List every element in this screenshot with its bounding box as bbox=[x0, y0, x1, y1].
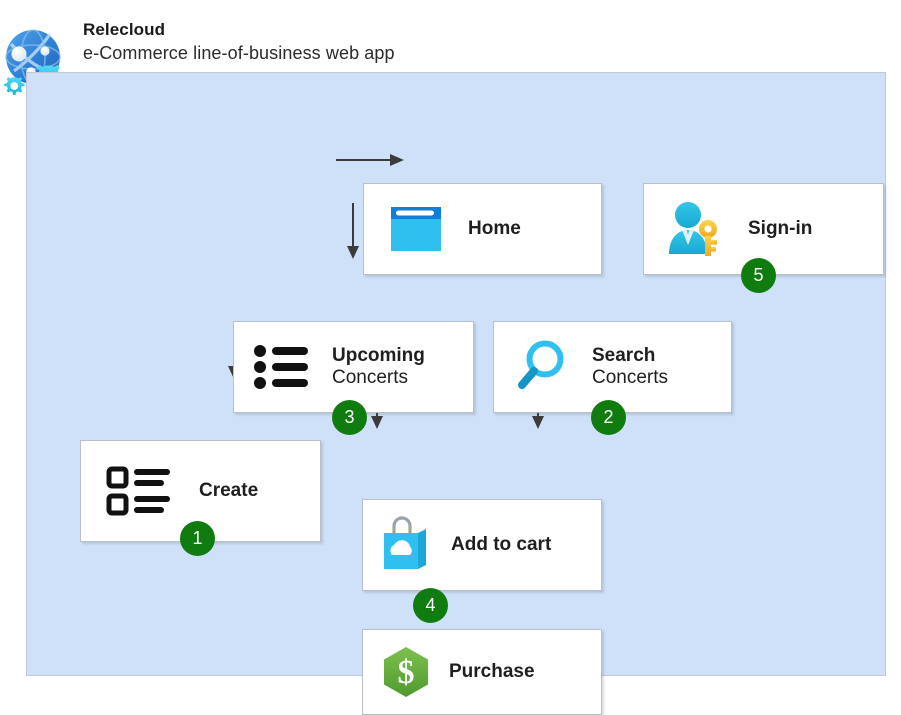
node-cart-title: Add to cart bbox=[451, 533, 552, 555]
connector-home-to-upcoming bbox=[346, 203, 360, 261]
dollar-hexagon-icon: $ bbox=[363, 643, 449, 701]
node-upcoming-subtitle: Concerts bbox=[332, 367, 409, 388]
diagram-node-upcoming-concerts[interactable]: Upcoming Concerts bbox=[233, 321, 474, 413]
checklist-form-icon bbox=[81, 463, 199, 519]
step-badge-3: 3 bbox=[332, 400, 367, 435]
page-subtitle: e-Commerce line-of-business web app bbox=[83, 43, 395, 63]
diagram-node-create-label: Create bbox=[199, 480, 320, 502]
diagram-node-purchase[interactable]: $ Purchase bbox=[362, 629, 602, 715]
node-home-title: Home bbox=[468, 217, 521, 239]
magnifying-glass-icon bbox=[494, 338, 592, 396]
diagram-node-cart-label: Add to cart bbox=[451, 534, 601, 556]
node-purchase-title: Purchase bbox=[449, 660, 535, 682]
diagram-node-add-to-cart[interactable]: Add to cart bbox=[362, 499, 602, 591]
diagram-node-purchase-label: Purchase bbox=[449, 661, 601, 683]
user-key-icon bbox=[644, 198, 748, 260]
step-badge-5: 5 bbox=[741, 258, 776, 293]
step-badge-4: 4 bbox=[413, 588, 448, 623]
svg-text:$: $ bbox=[398, 654, 415, 691]
node-signin-title: Sign-in bbox=[748, 217, 813, 239]
step-badge-2: 2 bbox=[591, 400, 626, 435]
diagram-node-upcoming-label: Upcoming Concerts bbox=[332, 345, 473, 390]
bulleted-list-icon bbox=[234, 341, 332, 393]
node-create-title: Create bbox=[199, 479, 259, 501]
browser-window-icon bbox=[364, 201, 468, 257]
diagram-node-home-label: Home bbox=[468, 218, 601, 240]
diagram-node-home[interactable]: Home bbox=[363, 183, 602, 275]
node-search-title: Search bbox=[592, 344, 656, 366]
node-search-subtitle: Concerts bbox=[592, 367, 669, 388]
node-upcoming-title: Upcoming bbox=[332, 344, 425, 366]
page-title: Relecloud bbox=[83, 20, 166, 39]
shopping-bag-cloud-icon bbox=[363, 515, 451, 575]
architecture-diagram-panel: Home bbox=[26, 72, 886, 715]
diagram-node-signin-label: Sign-in bbox=[748, 218, 883, 240]
step-badge-1: 1 bbox=[180, 521, 215, 556]
header-text-block: Relecloud e-Commerce line-of-business we… bbox=[83, 18, 603, 66]
diagram-node-search-label: Search Concerts bbox=[592, 345, 731, 390]
connector-home-to-signin bbox=[336, 153, 408, 167]
diagram-node-search-concerts[interactable]: Search Concerts bbox=[493, 321, 732, 413]
